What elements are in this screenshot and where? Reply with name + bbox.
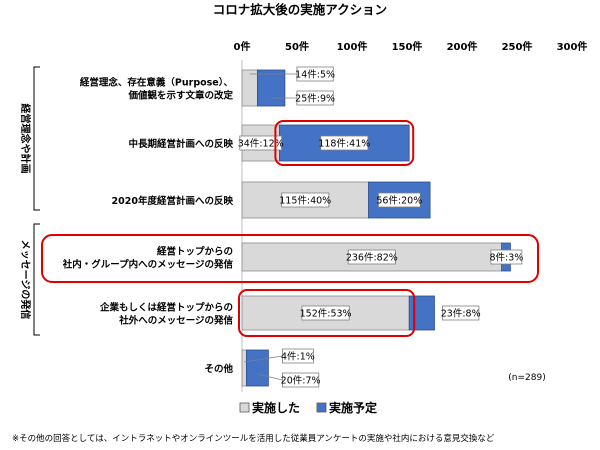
highlight-boxes [41,120,539,337]
highlight-box [274,120,415,166]
data-label-box [442,305,480,321]
data-label: 14件:5% [295,69,335,81]
label-leader [244,355,283,363]
group-bracket [33,66,40,211]
category-label-line: その他 [204,363,233,375]
x-tick-label: 150件 [392,40,423,53]
category-label-line: 企業もしくは経営トップからの [99,302,233,314]
bar-implemented [241,349,247,387]
data-label: 56件:20% [376,195,422,207]
x-tick-label: 200件 [447,40,478,53]
category-label: 中長期経営計画への反映 [128,138,233,150]
category-label-line: 中長期経営計画への反映 [128,138,233,150]
data-label: 152件:53% [300,308,352,320]
legend: 実施した 実施予定 [239,400,377,415]
bars [241,69,511,387]
category-label: 経営トップからの社内・グループ内へのメッセージの発信 [62,246,234,271]
x-tick-label: 50件 [285,40,309,53]
data-label-box [347,249,396,265]
data-labels: 14件:5% 25件:9% 34件:12% 118件:41% 115件:40% 56件:2… [238,66,523,388]
bar-planned [256,69,286,107]
data-label: 23件:8% [441,308,481,320]
data-label: 115件:40% [279,195,331,207]
data-label: 34件:12% [238,138,284,150]
category-label-line: 社内・グループ内へのメッセージの発信 [62,259,234,271]
category-label: 経営理念、存在意義（Purpose）、価値観を示す文章の改定 [80,77,234,102]
category-label: その他 [204,363,233,375]
data-label-box [281,192,330,208]
category-label-line: 2020年度経営計画への反映 [112,195,234,207]
category-label: 企業もしくは経営トップからの社外へのメッセージの発信 [99,302,234,327]
legend-swatch [316,402,327,413]
label-leader [257,373,283,381]
category-label-line: 経営トップからの [157,246,233,258]
category-label-line: 社外へのメッセージの発信 [118,315,233,327]
data-label: 118件:41% [318,138,370,150]
legend-label: 実施した [252,400,300,415]
category-label: 2020年度経営計画への反映 [112,195,234,207]
group-label: 経営理念や計画 [19,104,32,174]
data-label: 236件:82% [346,252,398,264]
highlight-box [238,289,416,337]
bar-implemented [241,69,258,107]
x-tick-label: 0件 [234,40,251,53]
data-label-box [239,135,283,151]
bar-planned [245,349,269,387]
footnote: ※その他の回答としては、イントラネットやオンラインツールを活用した従業員アンケー… [12,433,495,444]
data-label: 4件:1% [281,351,315,363]
data-label: 20件:7% [281,375,321,387]
data-label-box [490,249,523,265]
category-label-line: 価値観を示す文章の改定 [127,90,233,102]
data-label-box [320,135,369,151]
category-labels: 経営理念、存在意義（Purpose）、価値観を示す文章の改定中長期経営計画への反… [62,77,234,376]
data-label-box [301,305,350,321]
data-label: 8件:3% [489,252,523,264]
group-label: メッセージの発信 [19,240,32,320]
x-tick-label: 100件 [337,40,368,53]
x-tick-label: 300件 [557,40,588,53]
data-label-box [377,192,421,208]
bar-planned [408,295,435,331]
category-label-line: 経営理念、存在意義（Purpose）、 [80,77,233,89]
sample-size-note: (n=289) [508,373,545,383]
highlight-box [41,234,539,283]
legend-swatch [239,402,250,413]
legend-label: 実施予定 [329,400,377,415]
group-bracket [33,223,40,336]
x-tick-label: 250件 [502,40,533,53]
x-axis: 0件 50件 100件 150件 200件 250件 300件 [234,40,588,392]
data-label: 25件:9% [295,93,335,105]
chart-title: コロナ拡大後の実施アクション [213,2,387,17]
